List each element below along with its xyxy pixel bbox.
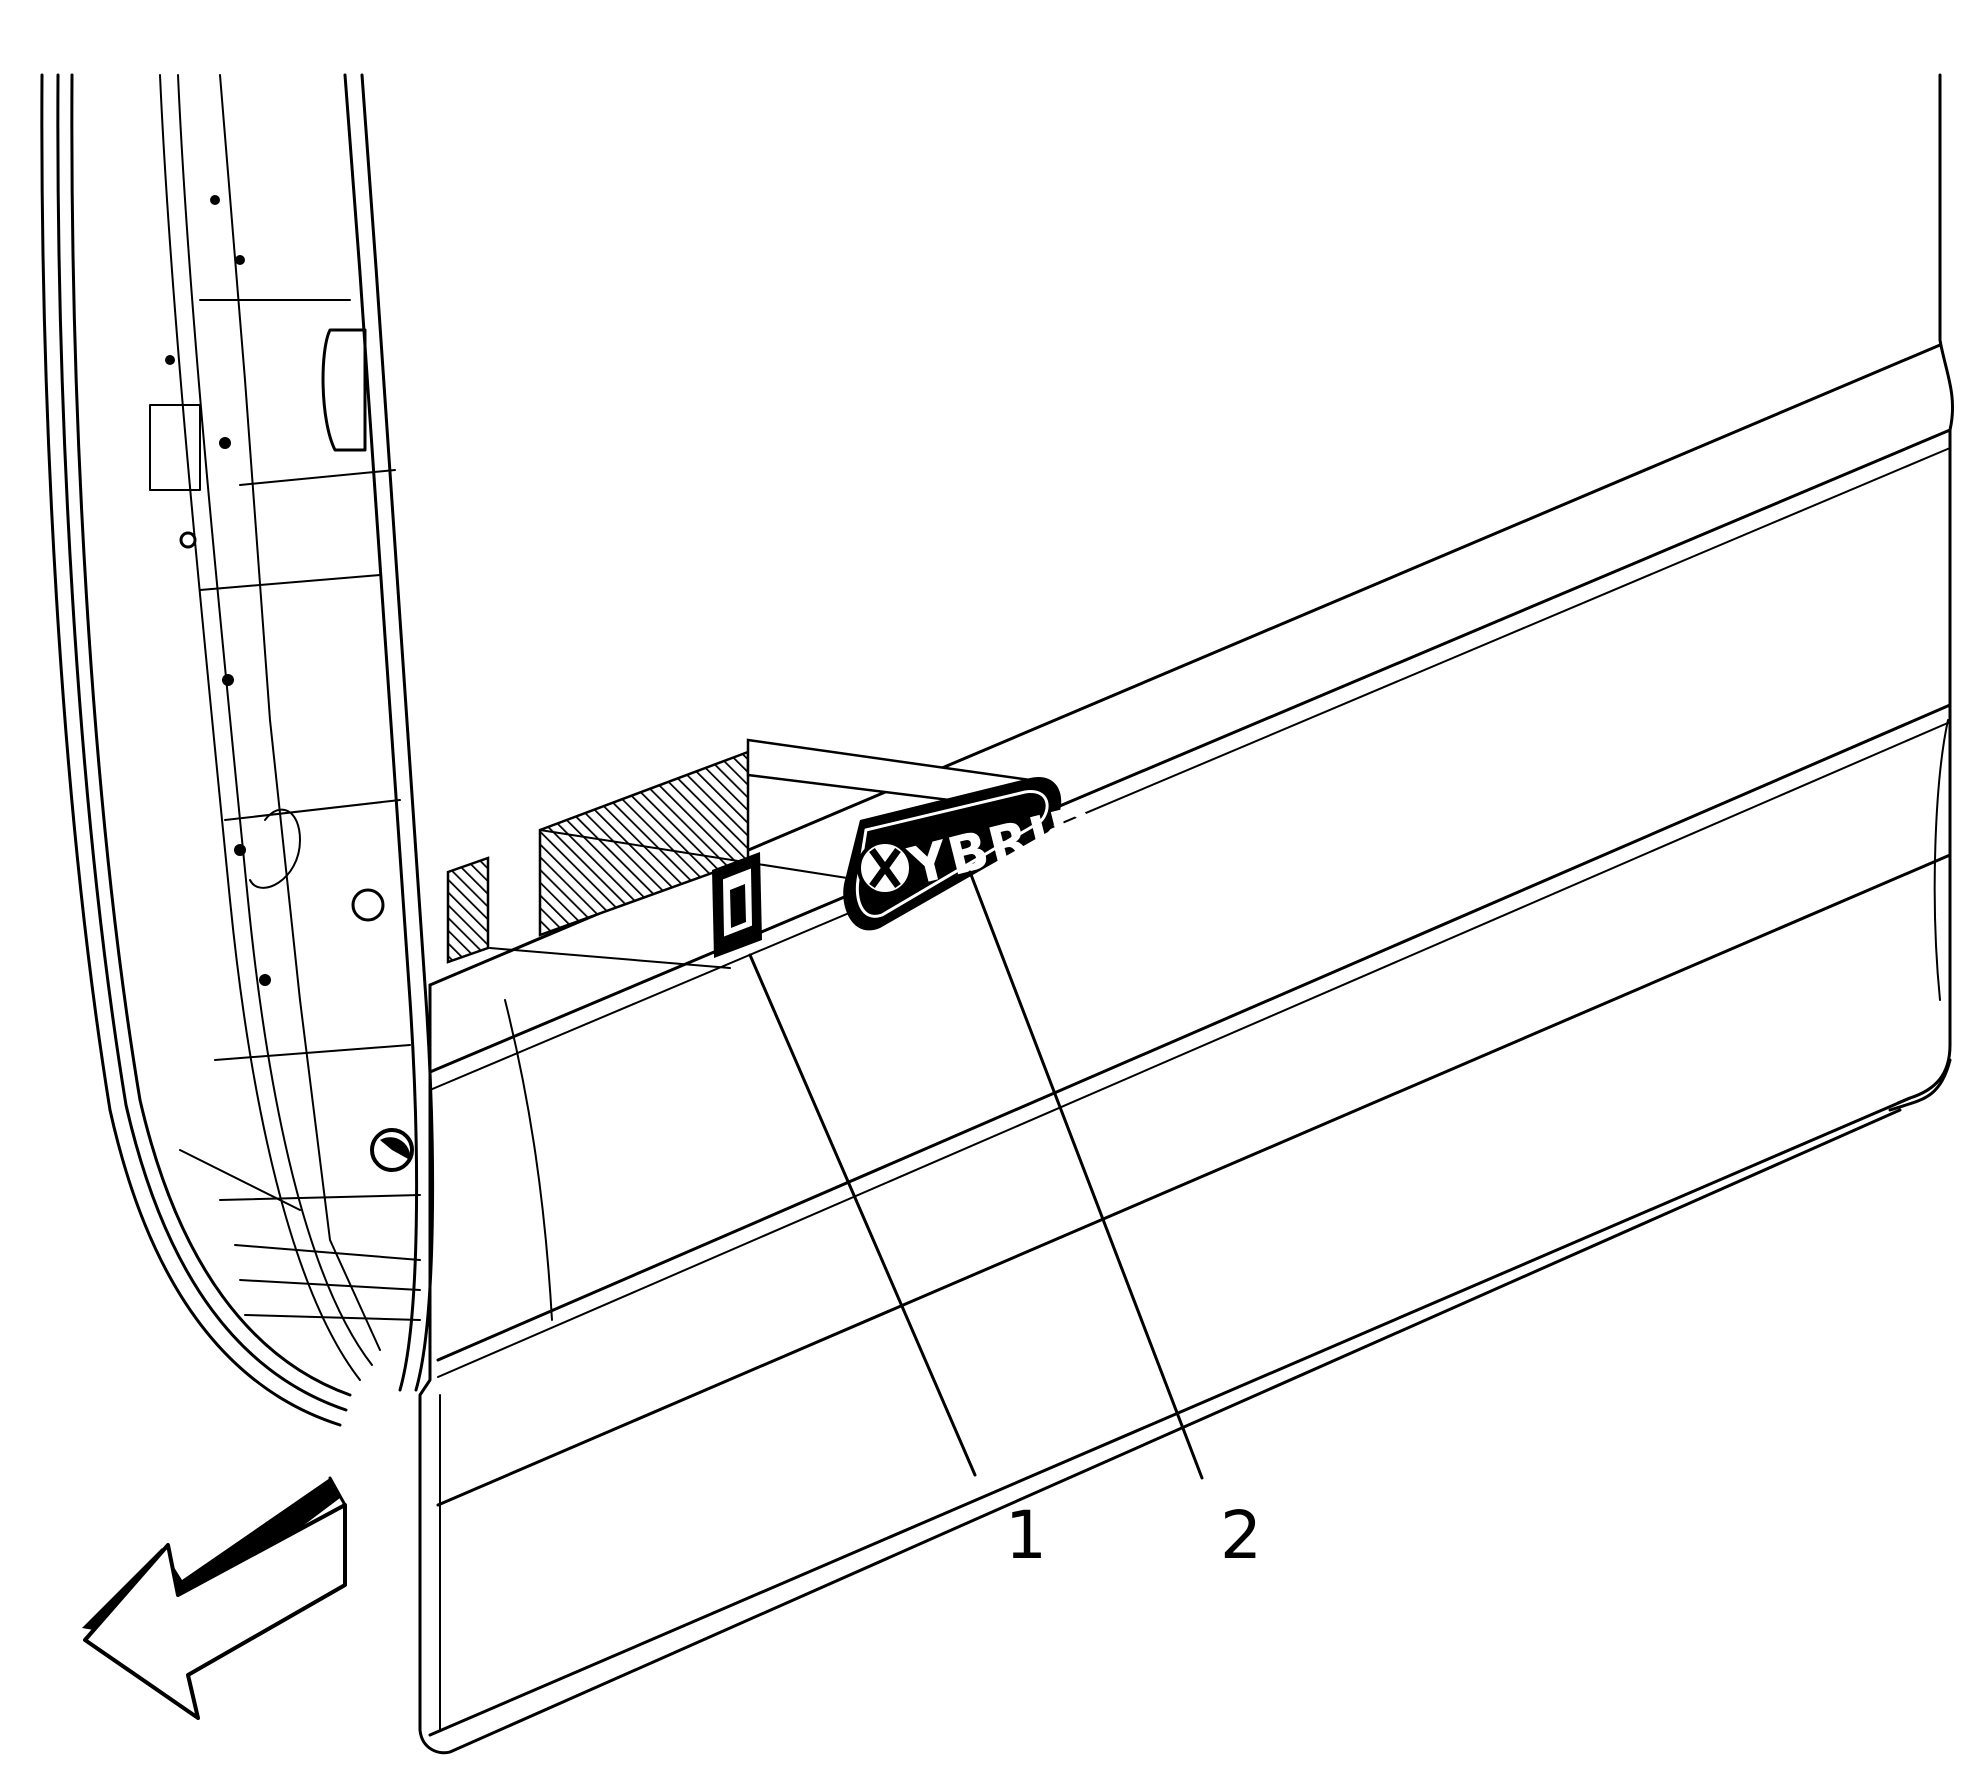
callout-1-label: 1 bbox=[1005, 1497, 1047, 1574]
leader-lines bbox=[748, 870, 1204, 1480]
door-jamb bbox=[40, 73, 435, 1427]
emblem-item-2: YBRID bbox=[843, 776, 1102, 931]
badge-item-1 bbox=[712, 852, 762, 958]
arrow-down-left-icon bbox=[82, 1476, 347, 1720]
door-panel bbox=[418, 73, 1955, 1755]
adhesive-template bbox=[446, 738, 1032, 969]
callout-2-label: 2 bbox=[1220, 1497, 1262, 1574]
